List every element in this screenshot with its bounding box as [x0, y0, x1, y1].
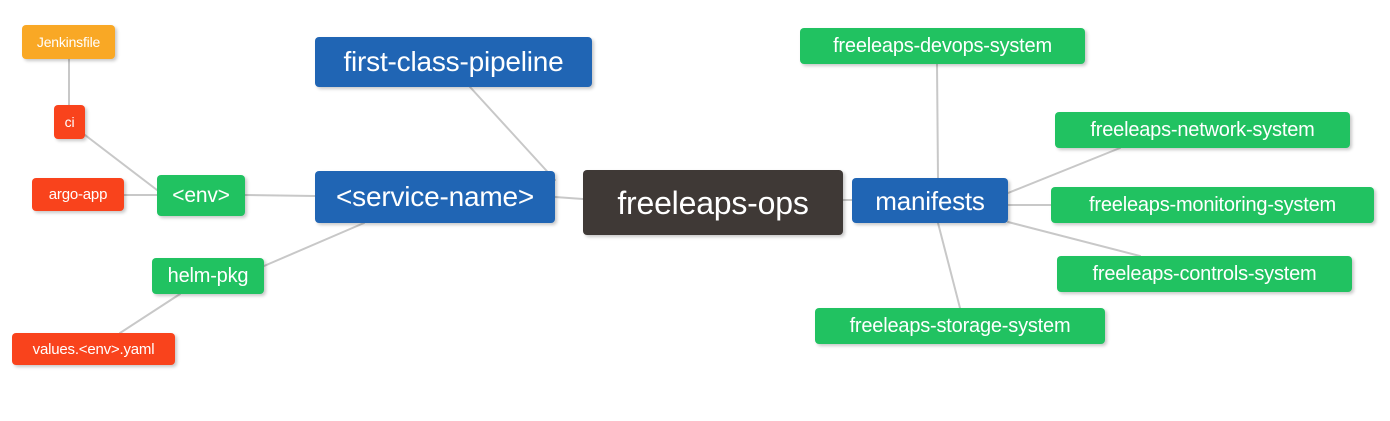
edge-manifests-to-freeleaps-controls-system: [1007, 221, 1141, 257]
node-freeleaps-network-system[interactable]: freeleaps-network-system: [1055, 112, 1350, 148]
node-service-name[interactable]: <service-name>: [315, 171, 555, 223]
node-freeleaps-storage-system[interactable]: freeleaps-storage-system: [815, 308, 1105, 344]
edge-helm-pkg-to-values-yaml: [119, 293, 181, 334]
edge-service-name-to-first-class-pipeline: [469, 86, 556, 181]
edge-manifests-to-freeleaps-storage-system: [937, 222, 961, 309]
edge-service-name-to-freeleaps-ops: [554, 196, 584, 200]
node-manifests[interactable]: manifests: [852, 178, 1008, 223]
node-freeleaps-ops[interactable]: freeleaps-ops: [583, 170, 843, 235]
node-jenkinsfile[interactable]: Jenkinsfile: [22, 25, 115, 59]
node-argo-app[interactable]: argo-app: [32, 178, 124, 211]
node-freeleaps-devops-system[interactable]: freeleaps-devops-system: [800, 28, 1085, 64]
node-env[interactable]: <env>: [157, 175, 245, 216]
edge-manifests-to-freeleaps-devops-system: [936, 63, 939, 179]
node-helm-pkg[interactable]: helm-pkg: [152, 258, 264, 294]
node-freeleaps-monitoring-system[interactable]: freeleaps-monitoring-system: [1051, 187, 1374, 223]
edge-env-to-service-name: [244, 194, 316, 197]
edge-service-name-to-helm-pkg: [263, 222, 365, 267]
node-freeleaps-controls-system[interactable]: freeleaps-controls-system: [1057, 256, 1352, 292]
node-values-yaml[interactable]: values.<env>.yaml: [12, 333, 175, 365]
node-first-class-pipeline[interactable]: first-class-pipeline: [315, 37, 592, 87]
node-ci[interactable]: ci: [54, 105, 85, 139]
